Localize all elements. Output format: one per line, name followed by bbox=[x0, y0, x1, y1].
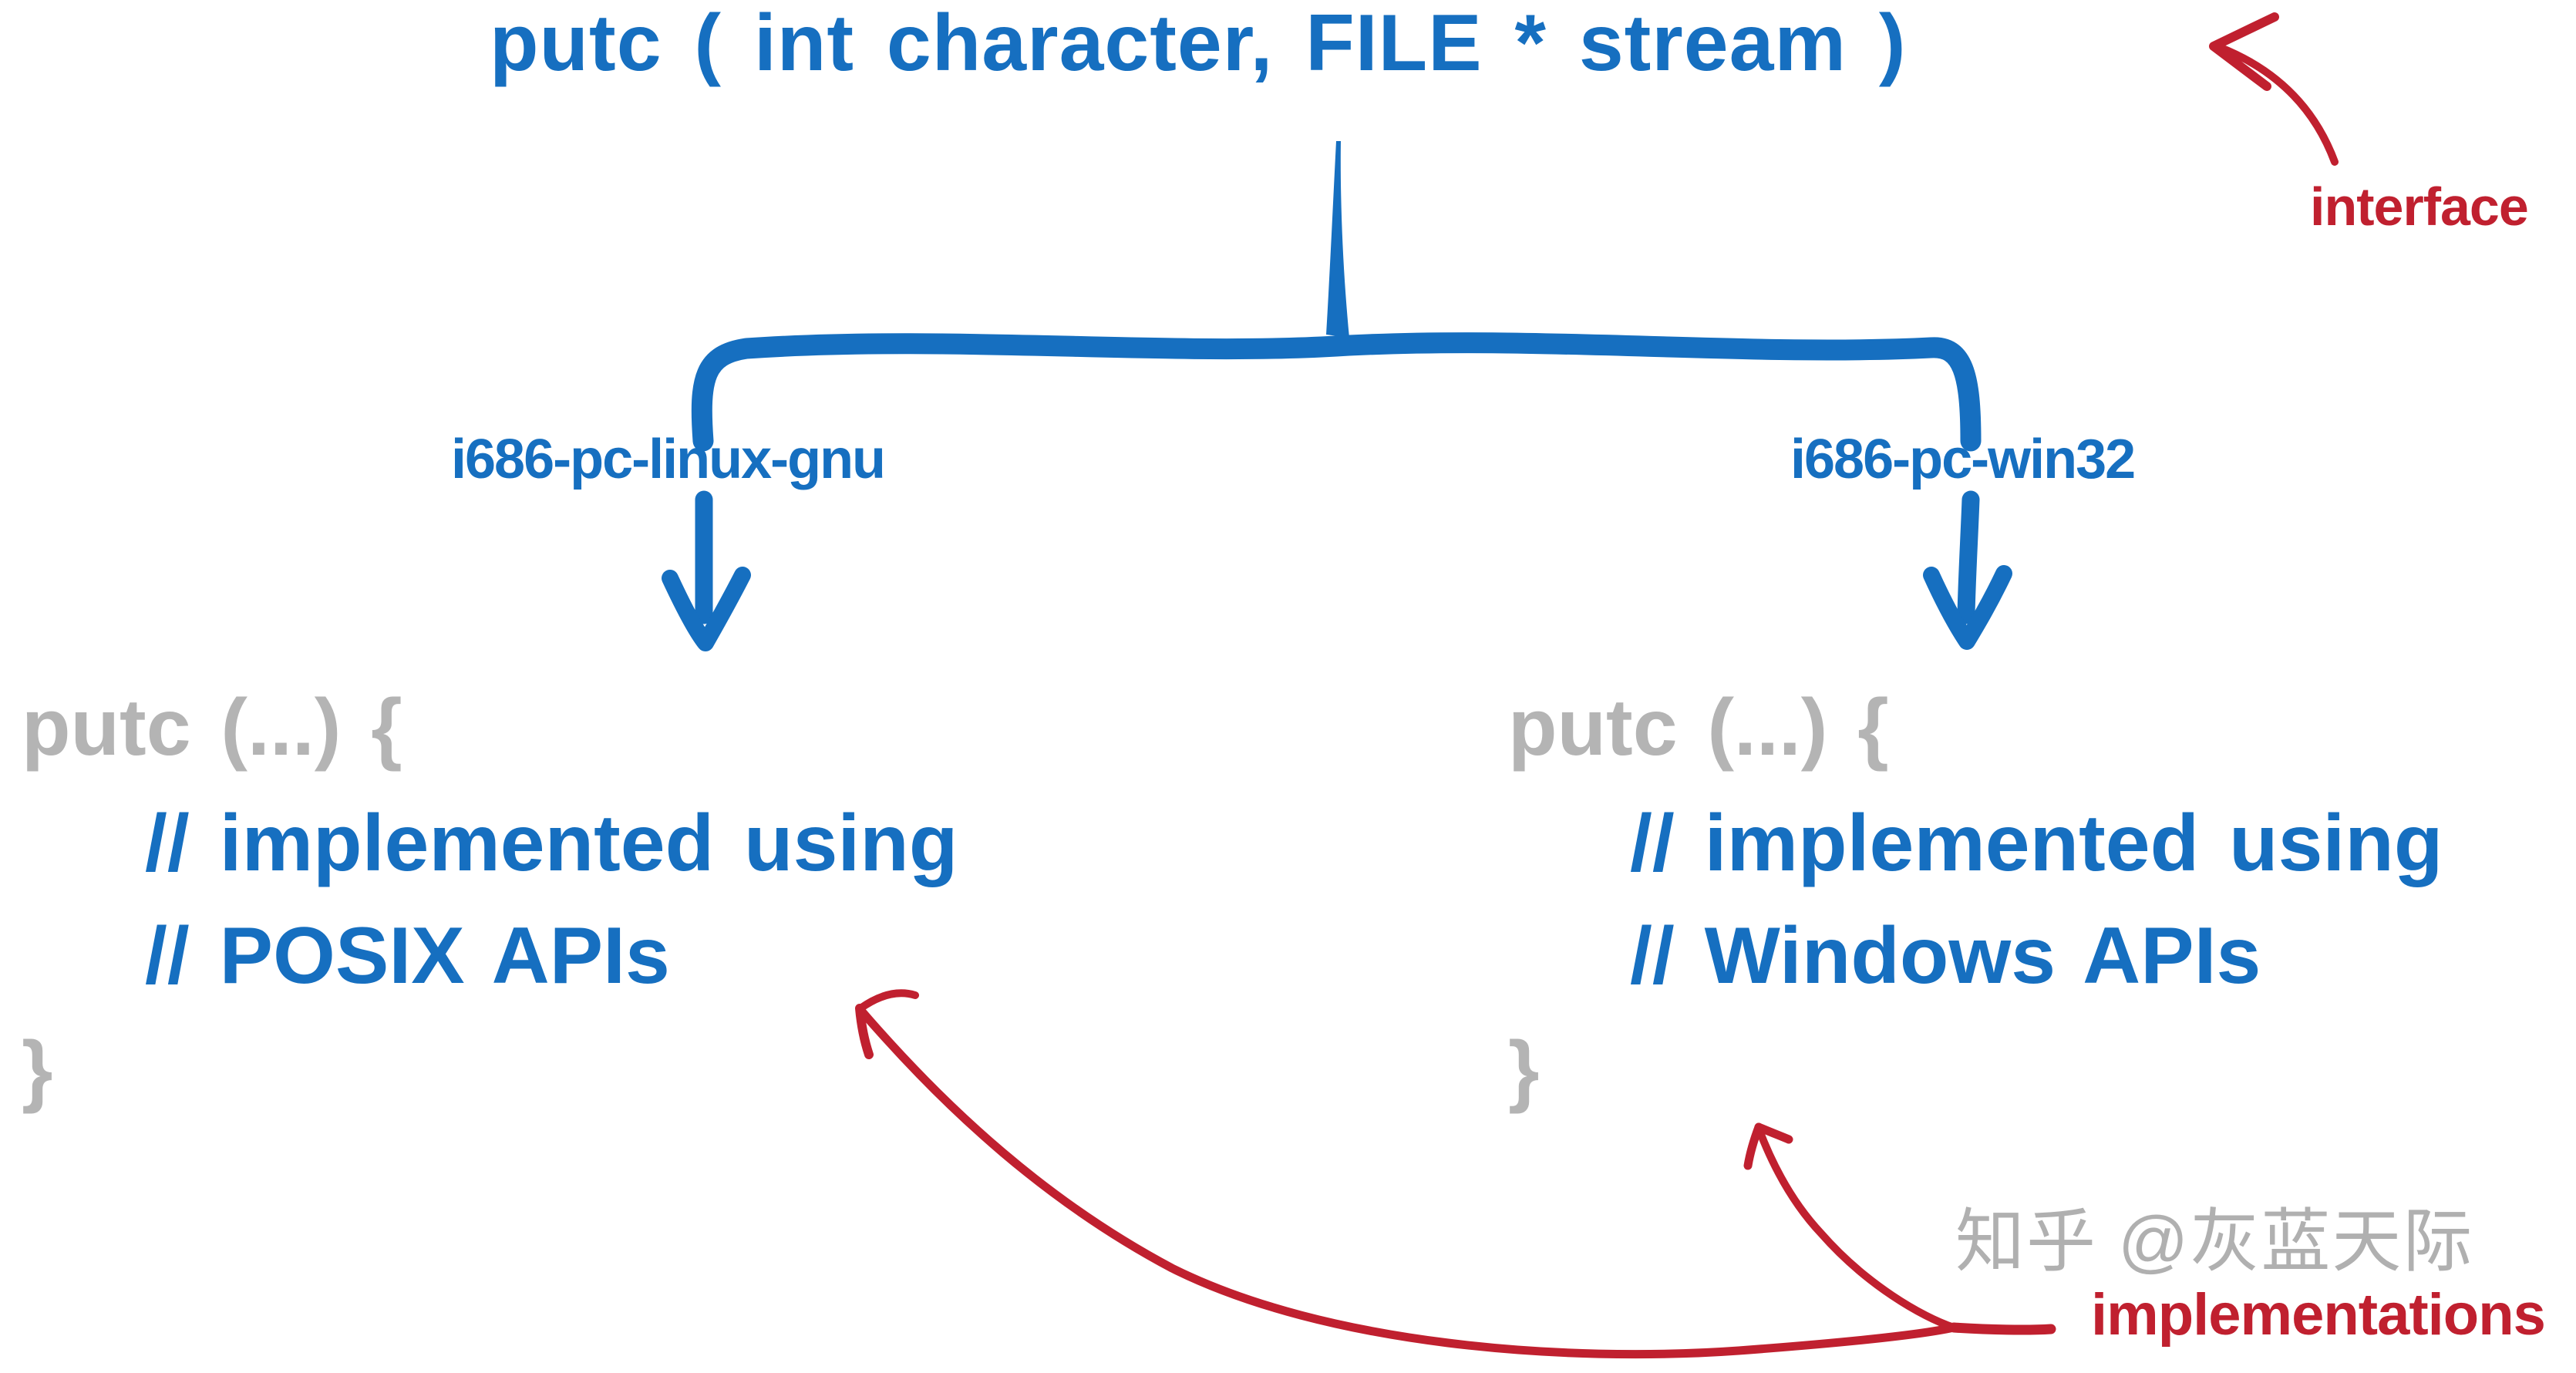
implementations-label: implementations bbox=[2091, 1282, 2546, 1348]
left-down-arrow-icon bbox=[662, 490, 751, 651]
right-down-arrow-icon bbox=[1923, 490, 2012, 650]
code-line: // implemented using bbox=[1630, 799, 2443, 888]
interface-arrow-icon bbox=[2209, 12, 2339, 166]
split-bracket bbox=[691, 332, 1982, 452]
code-line: // implemented using bbox=[145, 799, 958, 888]
implementations-arrow-right-icon bbox=[1743, 1122, 1958, 1331]
code-line: } bbox=[22, 1025, 53, 1115]
implementations-arrow-left-icon bbox=[855, 989, 1958, 1359]
left-target-label: i686-pc-linux-gnu bbox=[451, 429, 886, 490]
right-target-label: i686-pc-win32 bbox=[1790, 429, 2136, 490]
code-line: putc (...) { bbox=[1508, 683, 1889, 772]
code-line: } bbox=[1508, 1025, 1540, 1115]
code-line: putc (...) { bbox=[22, 683, 402, 772]
function-signature: putc ( int character, FILE * stream ) bbox=[490, 0, 1907, 88]
implementations-fork-connector bbox=[1948, 1322, 2056, 1335]
code-line: // POSIX APIs bbox=[145, 911, 670, 1001]
interface-label: interface bbox=[2310, 177, 2529, 237]
watermark: 知乎 @灰蓝天际 bbox=[1955, 1203, 2474, 1280]
split-stem bbox=[1326, 141, 1349, 338]
code-line: // Windows APIs bbox=[1630, 911, 2261, 1001]
